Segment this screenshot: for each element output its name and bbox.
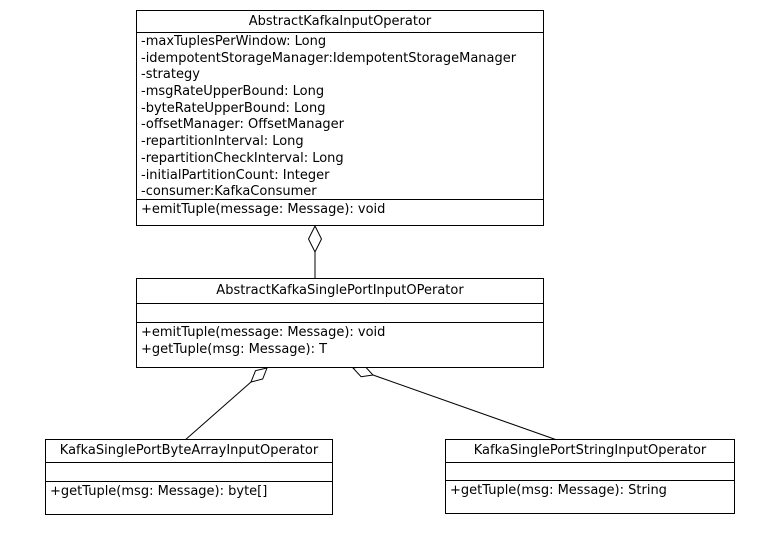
class-title: AbstractKafkaSinglePortInputOPerator — [137, 279, 543, 304]
attribute: -msgRateUpperBound: Long — [141, 84, 325, 100]
aggregation-connector-top — [307, 224, 323, 279]
class-box-kafka-single-port-string-input-operator: KafkaSinglePortStringInputOperator +getT… — [445, 439, 735, 514]
class-attributes — [446, 463, 734, 481]
attribute: -consumer:KafkaConsumer — [141, 184, 317, 200]
attribute: -idempotentStorageManager:IdempotentStor… — [141, 50, 517, 66]
class-attributes — [46, 463, 332, 482]
method: +emitTuple(message: Message): void — [141, 202, 386, 217]
class-attributes: -maxTuplesPerWindow: Long-idempotentStor… — [137, 33, 543, 200]
class-title: AbstractKafkaInputOperator — [137, 11, 543, 33]
attribute: -maxTuplesPerWindow: Long — [141, 34, 327, 49]
class-methods: +emitTuple(message: Message): void — [137, 200, 543, 225]
attribute: -repartitionInterval: Long — [141, 134, 304, 150]
class-title: KafkaSinglePortStringInputOperator — [446, 440, 734, 463]
method: +getTuple(msg: Message): T — [141, 341, 328, 357]
class-title: KafkaSinglePortByteArrayInputOperator — [46, 440, 332, 463]
aggregation-diamond-icon — [250, 367, 268, 383]
attribute: -strategy — [141, 67, 200, 83]
class-attributes — [137, 304, 543, 323]
aggregation-diamond-icon — [307, 224, 323, 254]
attribute: -offsetManager: OffsetManager — [141, 117, 345, 133]
class-box-abstract-kafka-single-port-input-operator: AbstractKafkaSinglePortInputOPerator +em… — [136, 278, 544, 368]
attribute: -repartitionCheckInterval: Long — [141, 150, 344, 166]
attribute: -initialPartitionCount: Integer — [141, 167, 330, 183]
class-methods: +getTuple(msg: Message): String — [446, 481, 734, 513]
class-methods: +getTuple(msg: Message): byte[] — [46, 482, 332, 514]
aggregation-connector-left — [183, 367, 268, 442]
aggregation-connector-right — [351, 365, 558, 441]
method: +getTuple(msg: Message): String — [450, 483, 667, 498]
class-box-kafka-single-port-byte-array-input-operator: KafkaSinglePortByteArrayInputOperator +g… — [45, 439, 333, 515]
method: +getTuple(msg: Message): byte[] — [50, 484, 268, 499]
method: +emitTuple(message: Message): void — [141, 325, 386, 340]
class-methods: +emitTuple(message: Message): void+getTu… — [137, 323, 543, 367]
class-box-abstract-kafka-input-operator: AbstractKafkaInputOperator -maxTuplesPer… — [136, 10, 544, 226]
attribute: -byteRateUpperBound: Long — [141, 100, 326, 116]
